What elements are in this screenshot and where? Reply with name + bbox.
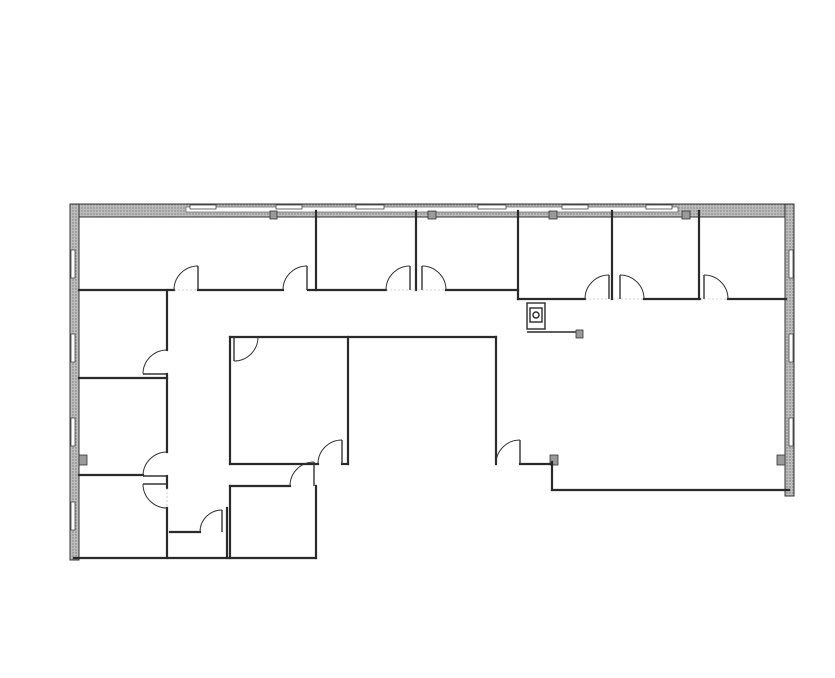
door bbox=[619, 274, 645, 300]
window bbox=[70, 501, 76, 531]
bottom-outline bbox=[72, 460, 791, 560]
door bbox=[173, 265, 199, 291]
column bbox=[776, 454, 786, 466]
window bbox=[355, 204, 385, 210]
doors bbox=[142, 265, 729, 533]
door bbox=[495, 439, 521, 465]
window bbox=[70, 333, 76, 363]
left-offices bbox=[77, 288, 229, 560]
door bbox=[199, 509, 223, 533]
window bbox=[788, 417, 794, 447]
door bbox=[142, 349, 168, 375]
column bbox=[549, 454, 559, 466]
column bbox=[575, 329, 584, 339]
sink-counter bbox=[526, 302, 546, 330]
window bbox=[561, 204, 589, 210]
thresholds bbox=[166, 289, 728, 508]
column bbox=[269, 210, 278, 220]
column bbox=[427, 210, 437, 220]
sink-drain bbox=[532, 311, 540, 319]
windows bbox=[70, 204, 794, 531]
window bbox=[645, 204, 673, 210]
door bbox=[703, 274, 729, 300]
door bbox=[317, 439, 343, 465]
door bbox=[142, 483, 168, 509]
window bbox=[788, 333, 794, 363]
door bbox=[421, 265, 447, 291]
sink-basin bbox=[529, 307, 543, 323]
window bbox=[477, 204, 507, 210]
door bbox=[233, 336, 259, 362]
top-offices bbox=[77, 209, 788, 301]
door bbox=[385, 265, 411, 291]
door bbox=[282, 265, 308, 291]
door bbox=[289, 461, 315, 487]
column bbox=[78, 454, 88, 466]
window bbox=[70, 249, 76, 279]
window bbox=[70, 417, 76, 447]
columns bbox=[78, 210, 786, 466]
window bbox=[275, 204, 303, 210]
sink-unit bbox=[526, 302, 576, 333]
window bbox=[189, 204, 217, 210]
door bbox=[584, 274, 610, 300]
column bbox=[548, 210, 558, 220]
exterior-walls bbox=[69, 203, 795, 561]
exterior-wall-left bbox=[69, 203, 80, 561]
central-rooms bbox=[228, 335, 554, 560]
door bbox=[142, 451, 168, 477]
column bbox=[681, 210, 691, 220]
window bbox=[788, 249, 794, 279]
